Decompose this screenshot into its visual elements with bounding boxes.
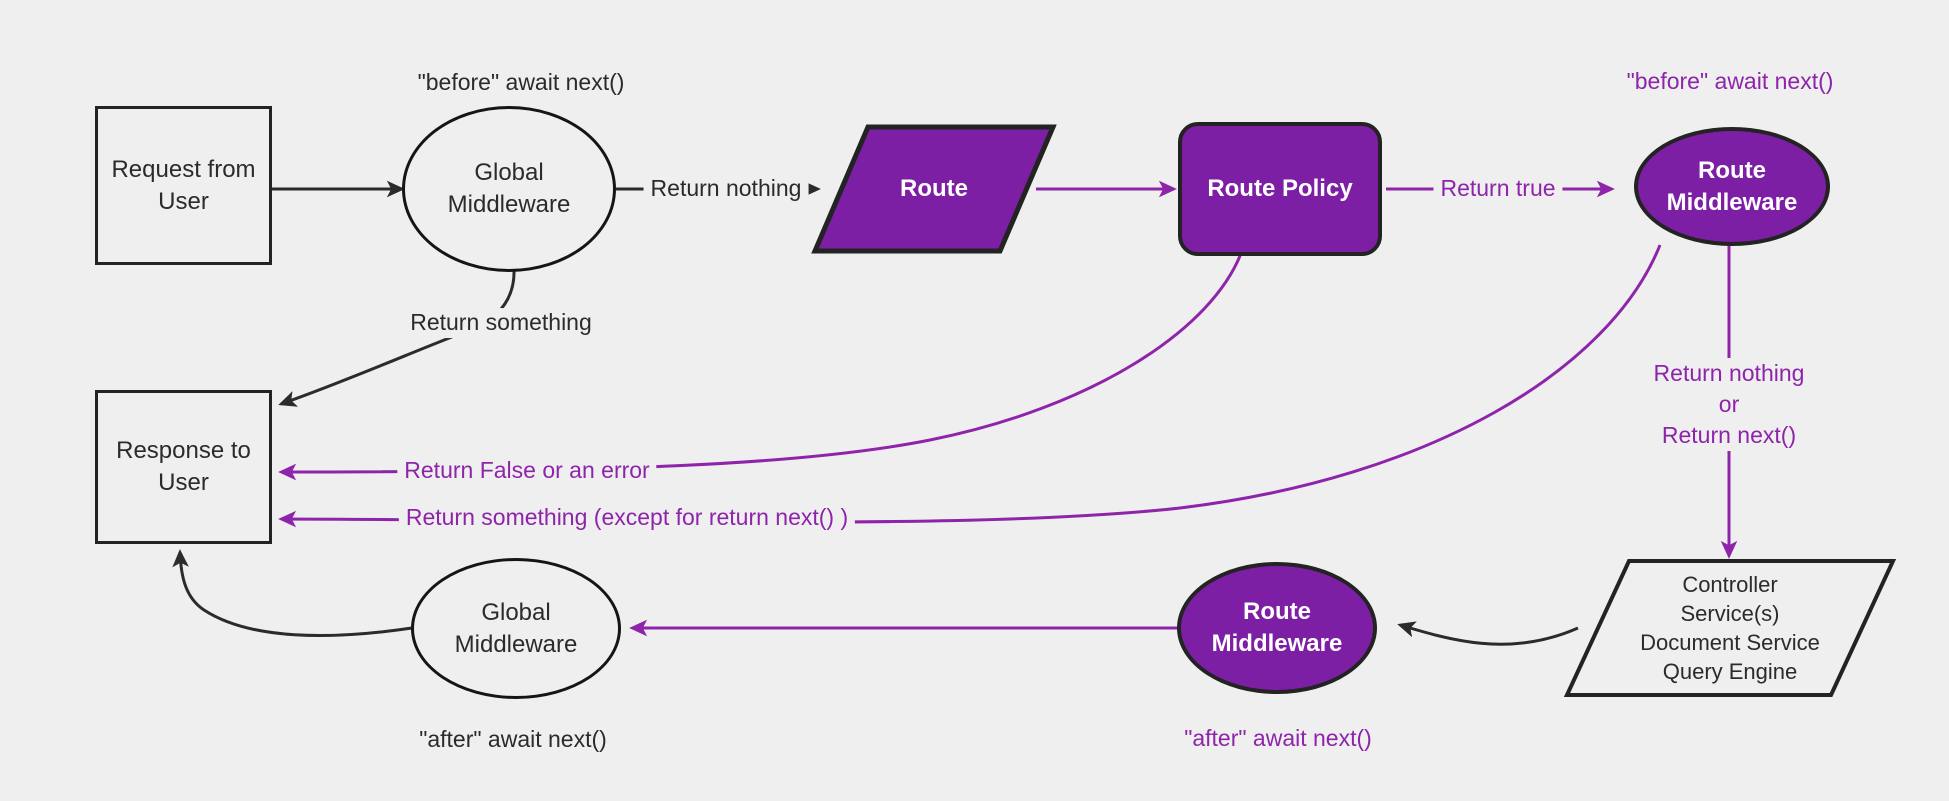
annotation-after-await-next-global: "after" await next() — [419, 726, 607, 752]
node-label: Route Policy — [1207, 175, 1353, 203]
node-global-middleware-bottom[interactable]: Global Middleware — [411, 558, 621, 699]
edge-label-return-true: Return true — [1433, 174, 1563, 204]
parallelogram-shape — [1563, 559, 1897, 697]
annotation-before-await-next-route: "before" await next() — [1626, 68, 1834, 94]
node-label: Controller Service(s) Document Service Q… — [1640, 571, 1820, 685]
annotation-return-nothing-or-next: Return nothing or Return next() — [1647, 358, 1811, 452]
node-label: Request from User — [111, 155, 256, 215]
node-label: Global Middleware — [454, 598, 578, 658]
edge-route-policy-to-response — [278, 247, 1245, 481]
node-request-from-user[interactable]: Request from User — [95, 106, 272, 265]
node-label: Route Middleware — [1211, 598, 1343, 657]
node-response-to-user[interactable]: Response to User — [95, 390, 272, 544]
annotation-before-await-next-global: "before" await next() — [417, 69, 625, 95]
edge-label-return-false-or-error: Return False or an error — [397, 456, 657, 486]
node-route[interactable]: Route — [811, 124, 1057, 254]
node-label: Response to User — [116, 437, 251, 496]
edge-label-return-nothing: Return nothing — [643, 174, 809, 204]
parallelogram-shape — [811, 124, 1057, 254]
node-controller-stack[interactable]: Controller Service(s) Document Service Q… — [1563, 558, 1897, 698]
node-route-middleware-top[interactable]: Route Middleware — [1634, 127, 1830, 246]
node-global-middleware-top[interactable]: Global Middleware — [402, 106, 616, 272]
edge-controller-to-route-middleware-bottom — [1397, 621, 1579, 646]
node-route-policy[interactable]: Route Policy — [1178, 122, 1382, 256]
node-label: Route — [900, 175, 968, 203]
node-label: Route Middleware — [1666, 156, 1798, 216]
node-route-middleware-bottom[interactable]: Route Middleware — [1177, 562, 1377, 694]
edge-global-middleware-bottom-to-response — [172, 549, 413, 637]
node-label: Global Middleware — [447, 159, 571, 218]
edge-label-return-something: Return something — [403, 308, 599, 338]
annotation-after-await-next-route: "after" await next() — [1184, 725, 1372, 751]
edge-label-return-something-except-next: Return something (except for return next… — [398, 503, 856, 533]
